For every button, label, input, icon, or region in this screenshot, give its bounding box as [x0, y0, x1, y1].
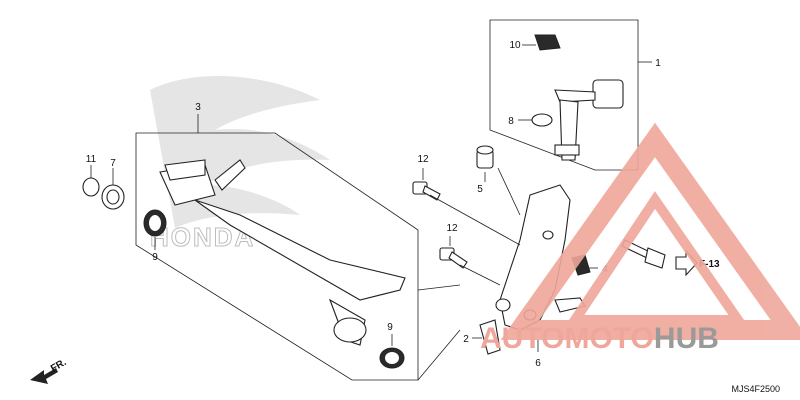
- diagram-code: MJS4F2500: [731, 384, 780, 394]
- snap-ring-11: [82, 177, 100, 197]
- callout-9-right: 9: [387, 322, 393, 333]
- callout-10: 10: [509, 40, 521, 51]
- reference-arrow-f13: [675, 249, 698, 277]
- spring-clip-2: [472, 319, 501, 355]
- callout-3: 3: [195, 102, 201, 113]
- callout-2: 2: [463, 334, 469, 345]
- clip-8: [531, 113, 553, 127]
- brake-pedal: [159, 159, 406, 346]
- sensor-1: [554, 79, 624, 161]
- callout-8: 8: [508, 116, 514, 127]
- watermark-logo: [500, 122, 800, 340]
- callout-6: 6: [535, 358, 541, 369]
- clamp-10: [534, 34, 561, 51]
- front-label: FR.: [49, 357, 69, 375]
- callout-12-lower: 12: [446, 223, 458, 234]
- sensor-assembly-frame: [489, 19, 639, 171]
- callout-9-left: 9: [152, 252, 158, 263]
- bolt-12-upper: [412, 168, 441, 201]
- bolt-12-lower: [439, 236, 468, 269]
- callout-1: 1: [655, 58, 661, 69]
- callout-11: 11: [86, 154, 97, 165]
- collar-5: [476, 145, 494, 182]
- reference-label: F-13: [699, 259, 720, 270]
- watermark-text: AUTOMOTOHUB: [480, 322, 719, 355]
- callout-12-upper: 12: [417, 154, 429, 165]
- callout-7: 7: [110, 158, 116, 169]
- front-direction-arrow: [30, 368, 58, 384]
- callout-5: 5: [477, 184, 483, 195]
